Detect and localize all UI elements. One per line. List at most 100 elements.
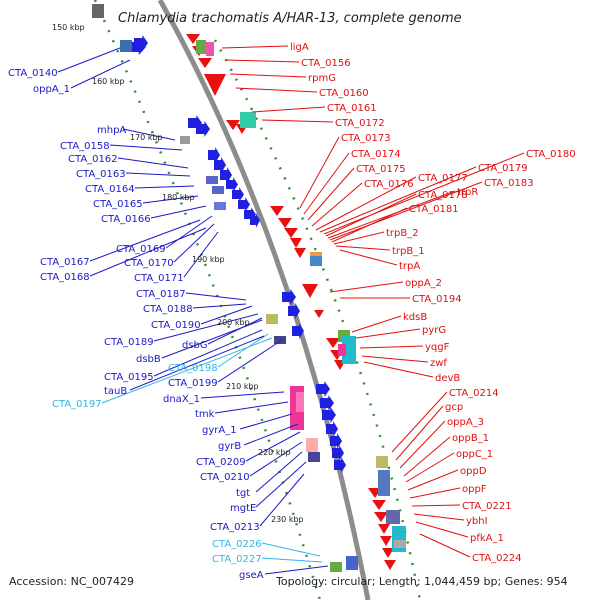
kbp-mark-210-kbp: 210 kbp (226, 382, 259, 391)
gene-label-trpa: trpA (399, 261, 420, 272)
leader-line-cta-0168 (89, 227, 207, 277)
gene-label-mhpa: mhpA (97, 125, 126, 136)
gene-label-oppb-1: oppB_1 (452, 433, 489, 444)
leader-line-cta-0187 (185, 292, 247, 301)
gene-label-cta-0199: CTA_0199 (168, 378, 218, 389)
gene-label-cta-0209: CTA_0209 (196, 457, 246, 468)
forward-gene-7 (226, 177, 238, 192)
leader-line-cta-0165 (142, 195, 199, 204)
leader-line-trpb-1 (335, 245, 391, 251)
kbp-mark-220-kbp: 220 kbp (258, 448, 291, 457)
leader-line-cta-0167 (89, 219, 201, 262)
gene-label-oppf: oppF (462, 484, 487, 495)
reverse-gene-20 (380, 536, 392, 546)
leader-line-gcp (395, 405, 444, 461)
leader-line-oppb-1 (403, 436, 451, 477)
forward-gene-1 (134, 35, 148, 51)
gene-label-cta-0188: CTA_0188 (143, 304, 193, 315)
leader-line-tmk (214, 401, 289, 414)
gene-label-dsbb: dsbB (136, 354, 161, 365)
reverse-gene-18 (374, 512, 388, 522)
gene-label-zwf: zwf (430, 358, 447, 369)
feature-block-11 (266, 314, 278, 324)
leader-line-cta-0164 (134, 185, 195, 189)
forward-gene-12 (282, 289, 296, 305)
leader-line-cta-0227 (261, 557, 323, 563)
feature-block-18 (306, 438, 318, 452)
forward-gene-17 (322, 407, 336, 423)
gene-label-cta-0167: CTA_0167 (40, 257, 90, 268)
genome-backbone (157, 0, 371, 600)
reverse-gene-9 (290, 238, 302, 248)
feature-block-20 (376, 456, 388, 468)
gene-label-tmk: tmk (195, 409, 215, 420)
leader-line-yqgf (359, 345, 424, 349)
kbp-mark-180-kbp: 180 kbp (162, 193, 195, 202)
forward-gene-6 (220, 167, 232, 183)
kbp-mark-230-kbp: 230 kbp (271, 515, 304, 524)
leader-line-mgte (255, 461, 307, 508)
reverse-gene-13 (326, 338, 340, 348)
gene-label-cta-0224: CTA_0224 (472, 553, 522, 564)
leader-line-oppa-2 (329, 281, 404, 293)
gene-label-dnax-1: dnaX_1 (163, 394, 200, 405)
gene-label-cta-0183: CTA_0183 (484, 178, 534, 189)
reverse-gene-8 (284, 228, 298, 238)
leader-line-tgt (255, 451, 303, 493)
gene-label-trpr: trpR (457, 187, 478, 198)
gene-label-devb: devB (435, 373, 460, 384)
leader-line-cta-0169 (165, 215, 213, 249)
leader-line-cta-0188 (192, 303, 247, 309)
gene-label-tgt: tgt (236, 488, 250, 499)
leader-line-cta-0170 (173, 223, 215, 263)
reverse-gene-12 (314, 310, 324, 318)
feature-block-7 (214, 202, 226, 210)
leader-line-gyrb (243, 423, 299, 446)
gene-label-cta-0176: CTA_0176 (364, 179, 414, 190)
gene-label-mgte: mgtE (230, 503, 256, 514)
forward-gene-16 (320, 395, 334, 411)
leader-line-cta-0180 (323, 152, 525, 235)
leader-line-kdsb (351, 315, 402, 333)
label-leaders (57, 45, 525, 575)
forward-gene-14 (292, 323, 304, 339)
kbp-mark-200-kbp: 200 kbp (217, 318, 250, 327)
leader-line-mhpa (122, 128, 176, 141)
feature-block-24 (394, 540, 406, 548)
feature-block-10 (310, 252, 322, 256)
gene-label-cta-0210: CTA_0210 (200, 472, 250, 483)
feature-block-9 (310, 254, 322, 266)
reverse-gene-11 (302, 284, 318, 298)
reverse-gene-7 (278, 218, 292, 228)
gene-features (92, 4, 406, 572)
leader-line-cta-0175 (307, 167, 355, 221)
leader-line-cta-0163 (125, 172, 191, 177)
gene-label-cta-0197: CTA_0197 (52, 399, 102, 410)
gene-label-cta-0177: CTA_0177 (418, 173, 468, 184)
gene-label-cta-0168: CTA_0168 (40, 272, 90, 283)
leader-line-cta-0166 (150, 205, 207, 219)
leader-line-oppf (409, 487, 461, 499)
gene-label-pyrg: pyrG (422, 325, 446, 336)
gene-label-cta-0181: CTA_0181 (409, 204, 459, 215)
gene-label-cta-0161: CTA_0161 (327, 103, 377, 114)
gene-label-cta-0221: CTA_0221 (462, 501, 512, 512)
forward-gene-9 (238, 197, 250, 212)
leader-line-liga (221, 45, 289, 49)
gene-label-gcp: gcp (445, 402, 463, 413)
forward-gene-3 (196, 121, 210, 137)
feature-block-14 (342, 336, 356, 364)
gene-label-gyrb: gyrB (218, 441, 241, 452)
leader-line-cta-0199 (217, 339, 283, 383)
forward-gene-11 (250, 213, 260, 228)
leader-line-cta-0221 (411, 504, 461, 507)
gene-label-cta-0213: CTA_0213 (210, 522, 260, 533)
gene-label-cta-0178: CTA_0178 (418, 190, 468, 201)
leader-line-trpa (339, 249, 398, 266)
gene-label-cta-0187: CTA_0187 (136, 289, 186, 300)
leader-line-cta-0162 (117, 157, 189, 169)
leader-line-gyra-1 (239, 413, 293, 430)
leader-line-cta-0156 (225, 59, 300, 63)
kbp-mark-160-kbp: 160 kbp (92, 77, 125, 86)
